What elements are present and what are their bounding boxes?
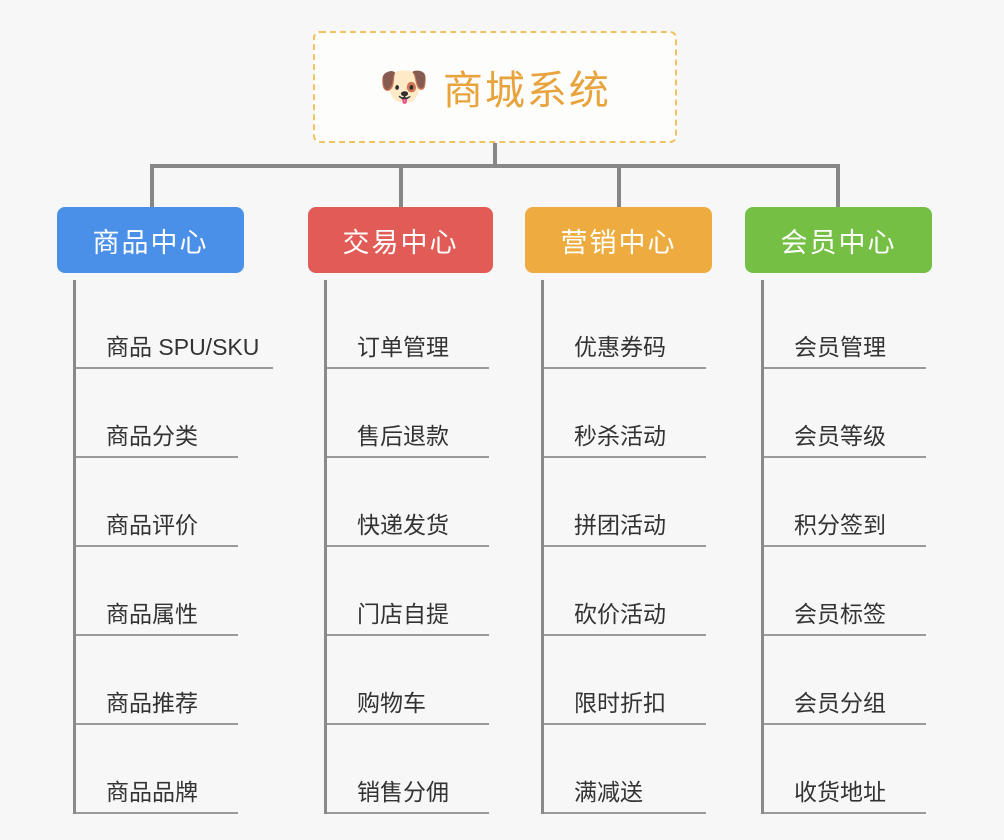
leaf-label: 商品分类 bbox=[76, 417, 238, 458]
leaf-label: 购物车 bbox=[327, 684, 489, 725]
leaf-label: 商品品牌 bbox=[76, 773, 238, 814]
root-node[interactable]: 🐶 商城系统 bbox=[313, 31, 677, 143]
list-item[interactable]: 砍价活动 bbox=[544, 547, 736, 636]
root-title: 商城系统 bbox=[442, 69, 611, 113]
leaf-label: 拼团活动 bbox=[544, 506, 706, 547]
leaf-label: 会员标签 bbox=[764, 595, 926, 636]
leaf-label: 优惠券码 bbox=[544, 328, 706, 369]
leaf-label: 会员等级 bbox=[764, 417, 926, 458]
leaf-list-trade-center: 订单管理 售后退款 快递发货 门店自提 购物车 销售分佣 bbox=[324, 280, 519, 814]
leaf-label: 门店自提 bbox=[327, 595, 489, 636]
list-item[interactable]: 限时折扣 bbox=[544, 636, 736, 725]
branch-header-member-center[interactable]: 会员中心 bbox=[745, 207, 932, 273]
leaf-label: 快递发货 bbox=[327, 506, 489, 547]
list-item[interactable]: 会员标签 bbox=[764, 547, 956, 636]
list-item[interactable]: 商品 SPU/SKU bbox=[76, 280, 303, 369]
branch-header-marketing-center[interactable]: 营销中心 bbox=[525, 207, 712, 273]
leaf-label: 商品推荐 bbox=[76, 684, 238, 725]
branch-header-label: 营销中心 bbox=[560, 227, 677, 258]
leaf-label: 订单管理 bbox=[327, 328, 489, 369]
leaf-label: 收货地址 bbox=[764, 773, 926, 814]
connector-drop-marketing-center bbox=[617, 164, 621, 209]
list-item[interactable]: 门店自提 bbox=[327, 547, 519, 636]
list-item[interactable]: 订单管理 bbox=[327, 280, 519, 369]
branch-product-center: 商品中心 商品 SPU/SKU 商品分类 商品评价 商品属性 商品推荐 商品品牌 bbox=[57, 207, 303, 814]
list-item[interactable]: 商品分类 bbox=[76, 369, 303, 458]
connector-drop-trade-center bbox=[399, 164, 403, 209]
connector-horizontal-bus bbox=[150, 164, 840, 168]
list-item[interactable]: 商品评价 bbox=[76, 458, 303, 547]
branch-header-trade-center[interactable]: 交易中心 bbox=[308, 207, 493, 273]
list-item[interactable]: 商品品牌 bbox=[76, 725, 303, 814]
list-item[interactable]: 商品推荐 bbox=[76, 636, 303, 725]
list-item[interactable]: 拼团活动 bbox=[544, 458, 736, 547]
leaf-label: 商品评价 bbox=[76, 506, 238, 547]
leaf-label: 砍价活动 bbox=[544, 595, 706, 636]
leaf-label: 销售分佣 bbox=[327, 773, 489, 814]
list-item[interactable]: 购物车 bbox=[327, 636, 519, 725]
connector-drop-member-center bbox=[836, 164, 840, 209]
leaf-label: 秒杀活动 bbox=[544, 417, 706, 458]
leaf-label: 满减送 bbox=[544, 773, 706, 814]
branch-member-center: 会员中心 会员管理 会员等级 积分签到 会员标签 会员分组 收货地址 bbox=[745, 207, 956, 814]
list-item[interactable]: 收货地址 bbox=[764, 725, 956, 814]
leaf-label: 售后退款 bbox=[327, 417, 489, 458]
connector-drop-product-center bbox=[150, 164, 154, 209]
branch-trade-center: 交易中心 订单管理 售后退款 快递发货 门店自提 购物车 销售分佣 bbox=[308, 207, 519, 814]
list-item[interactable]: 会员管理 bbox=[764, 280, 956, 369]
list-item[interactable]: 售后退款 bbox=[327, 369, 519, 458]
list-item[interactable]: 满减送 bbox=[544, 725, 736, 814]
leaf-label: 会员分组 bbox=[764, 684, 926, 725]
list-item[interactable]: 秒杀活动 bbox=[544, 369, 736, 458]
leaf-list-marketing-center: 优惠券码 秒杀活动 拼团活动 砍价活动 限时折扣 满减送 bbox=[541, 280, 736, 814]
list-item[interactable]: 优惠券码 bbox=[544, 280, 736, 369]
leaf-label: 会员管理 bbox=[764, 328, 926, 369]
branch-marketing-center: 营销中心 优惠券码 秒杀活动 拼团活动 砍价活动 限时折扣 满减送 bbox=[525, 207, 736, 814]
branch-header-label: 商品中心 bbox=[92, 227, 209, 258]
list-item[interactable]: 积分签到 bbox=[764, 458, 956, 547]
leaf-label: 积分签到 bbox=[764, 506, 926, 547]
connector-root-stem bbox=[493, 143, 497, 167]
leaf-label: 商品属性 bbox=[76, 595, 238, 636]
branch-header-label: 交易中心 bbox=[342, 227, 459, 258]
branch-header-product-center[interactable]: 商品中心 bbox=[57, 207, 244, 273]
list-item[interactable]: 会员分组 bbox=[764, 636, 956, 725]
branch-header-label: 会员中心 bbox=[780, 227, 897, 258]
list-item[interactable]: 商品属性 bbox=[76, 547, 303, 636]
shiba-dog-face-icon: 🐶 bbox=[379, 65, 429, 109]
list-item[interactable]: 会员等级 bbox=[764, 369, 956, 458]
leaf-label: 限时折扣 bbox=[544, 684, 706, 725]
leaf-list-member-center: 会员管理 会员等级 积分签到 会员标签 会员分组 收货地址 bbox=[761, 280, 956, 814]
leaf-list-product-center: 商品 SPU/SKU 商品分类 商品评价 商品属性 商品推荐 商品品牌 bbox=[73, 280, 303, 814]
list-item[interactable]: 快递发货 bbox=[327, 458, 519, 547]
leaf-label: 商品 SPU/SKU bbox=[76, 328, 274, 369]
list-item[interactable]: 销售分佣 bbox=[327, 725, 519, 814]
